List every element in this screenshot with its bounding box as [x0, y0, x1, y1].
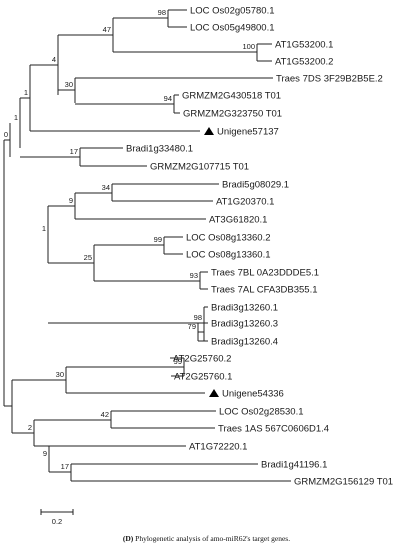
bootstrap-value: 94: [164, 94, 172, 103]
bootstrap-values: 9847100430941117034999932598791993042217…: [4, 8, 255, 471]
bootstrap-value: 30: [65, 80, 73, 89]
caption-text: Phylogenetic analysis of amo-miR62's tar…: [133, 534, 291, 543]
bootstrap-value: 79: [188, 322, 196, 331]
leaf-label: LOC Os08g13360.2: [186, 233, 271, 244]
leaf-label: Traes 1AS 567C0606D1.4: [218, 424, 329, 435]
leaf-label: Bradi5g08029.1: [222, 180, 289, 191]
bootstrap-value: 99: [154, 235, 162, 244]
bootstrap-value: 4: [52, 55, 56, 64]
leaf-label: LOC Os08g13360.1: [186, 250, 271, 261]
leaf-label: AT1G72220.1: [189, 442, 247, 453]
leaf-label: Traes 7DS 3F29B2B5E.2: [276, 74, 383, 85]
bootstrap-value: 25: [84, 253, 92, 262]
caption-label: (D): [122, 534, 134, 543]
bootstrap-value: 17: [61, 462, 69, 471]
bootstrap-value: 1: [24, 88, 28, 97]
leaf-label: LOC Os05g49800.1: [190, 23, 275, 34]
leaf-label: Bradi1g41196.1: [261, 460, 327, 471]
leaf-label: Unigene54336: [222, 389, 284, 400]
leaf-label: Bradi3g13260.1: [211, 303, 278, 314]
bootstrap-value: 47: [103, 25, 111, 34]
leaf-label: AT2G25760.2: [173, 354, 231, 365]
bootstrap-value: 1: [14, 113, 18, 122]
bootstrap-value: 9: [69, 196, 73, 205]
bootstrap-value: 93: [190, 271, 198, 280]
scale-bar: 0.2: [40, 509, 74, 526]
scale-bar-label: 0.2: [52, 517, 62, 526]
leaf-label: Bradi3g13260.3: [211, 319, 278, 330]
bootstrap-value: 30: [56, 370, 64, 379]
leaf-label: AT1G53200.2: [275, 57, 333, 68]
leaf-label: AT1G20370.1: [216, 197, 274, 208]
bootstrap-value: 2: [28, 423, 32, 432]
bootstrap-value: 99: [174, 357, 182, 366]
leaf-label: LOC Os02g28530.1: [219, 407, 304, 418]
leaf-label: Unigene57137: [217, 127, 279, 138]
bootstrap-value: 100: [242, 42, 255, 51]
bootstrap-value: 17: [70, 147, 78, 156]
bootstrap-value: 98: [194, 313, 202, 322]
leaf-label: AT2G25760.1: [174, 372, 232, 383]
leaf-label: GRMZM2G156129 T01: [294, 477, 393, 488]
leaf-label: GRMZM2G323750 T01: [183, 109, 282, 120]
leaf-label: Traes 7AL CFA3DB355.1: [211, 285, 318, 296]
leaf-label: GRMZM2G107715 T01: [150, 162, 249, 173]
leaf-label: AT3G61820.1: [209, 215, 267, 226]
bootstrap-value: 1: [42, 224, 46, 233]
leaf-label: AT1G53200.1: [275, 40, 333, 51]
leaf-label: LOC Os02g05780.1: [190, 6, 275, 17]
highlight-triangle-icon: [209, 389, 219, 397]
bootstrap-value: 34: [102, 183, 110, 192]
tree-branches: [3, 9, 291, 482]
bootstrap-value: 9: [43, 449, 47, 458]
leaf-label: Bradi3g13260.4: [211, 337, 278, 348]
bootstrap-value: 42: [101, 410, 109, 419]
bootstrap-value: 98: [158, 8, 166, 17]
leaf-label: Traes 7BL 0A23DDDE5.1: [211, 268, 319, 279]
highlight-triangle-icon: [204, 127, 214, 135]
leaf-label: GRMZM2G430518 T01: [182, 91, 281, 102]
bootstrap-value: 0: [4, 130, 8, 139]
leaf-label: Bradi1g33480.1: [126, 144, 193, 155]
figure-caption: (D) Phylogenetic analysis of amo-miR62's…: [0, 534, 413, 543]
